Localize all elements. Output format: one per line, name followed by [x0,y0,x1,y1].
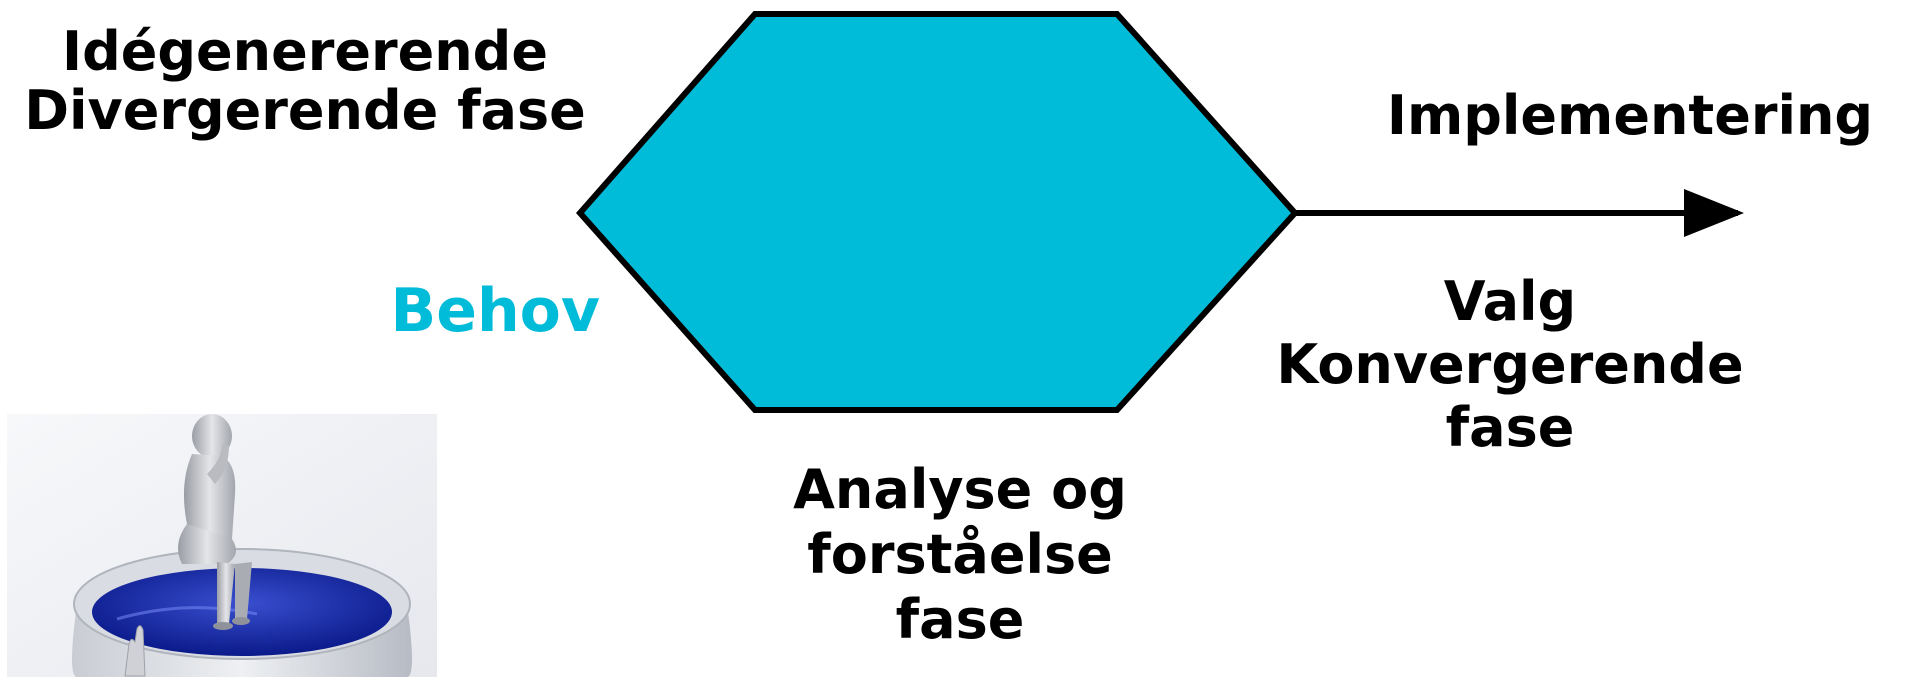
divergent-phase-label: Idégenererende Divergerende fase [0,22,610,141]
divergent-phase-title: Idégenererende [62,20,548,83]
analysis-phase-line-1: Analyse og [793,458,1127,521]
convergent-phase-title: Valg [1443,270,1577,333]
convergent-phase-subtitle-2: fase [1445,396,1575,460]
divergent-phase-subtitle: Divergerende fase [24,79,586,143]
analysis-phase-label: Analyse og forståelse fase [680,458,1240,652]
convergent-phase-subtitle-1: Konvergerende [1276,333,1744,397]
analysis-phase-line-3: fase [895,587,1025,651]
implementation-label: Implementering [1386,84,1874,147]
analysis-phase-line-2: forståelse [807,522,1113,586]
process-hexagon [575,11,1300,413]
convergent-phase-label: Valg Konvergerende fase [1210,270,1810,460]
thinker-on-bowl-icon [7,414,437,677]
need-label: Behov [390,276,600,346]
